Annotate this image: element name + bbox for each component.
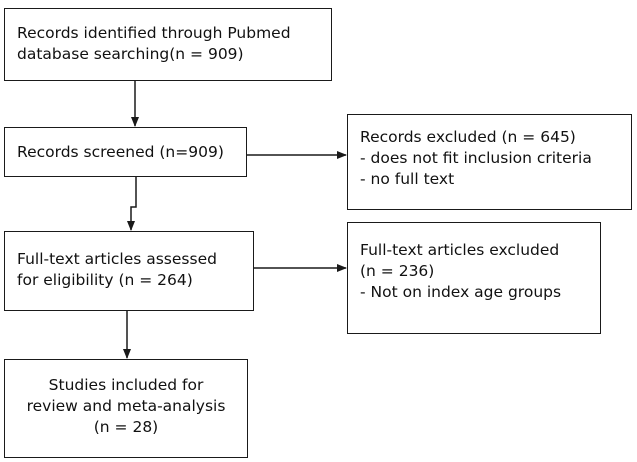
records-excluded-box: Records excluded (n = 645) - does not fi… xyxy=(347,114,632,210)
records-identified-box: Records identified through Pubmed databa… xyxy=(4,8,332,81)
studies-included-line-1: Studies included for xyxy=(48,376,204,394)
fulltext-excluded-line-1: Full-text articles excluded xyxy=(360,241,560,259)
fulltext-assessed-line-2: for eligibility (n = 264) xyxy=(17,271,193,289)
records-excluded-line-1: Records excluded (n = 645) xyxy=(360,128,576,146)
records-screened-line-1: Records screened (n=909) xyxy=(17,143,224,161)
fulltext-excluded-line-2: (n = 236) xyxy=(360,262,435,280)
records-screened-box: Records screened (n=909) xyxy=(4,127,247,177)
records-identified-line-1: Records identified through Pubmed xyxy=(17,24,291,42)
fulltext-excluded-line-3: - Not on index age groups xyxy=(360,283,562,301)
records-identified-line-2: database searching(n = 909) xyxy=(17,45,244,63)
studies-included-line-2: review and meta-analysis xyxy=(26,397,226,415)
studies-included-line-3: (n = 28) xyxy=(93,418,159,436)
records-excluded-line-3: - no full text xyxy=(360,170,455,188)
fulltext-assessed-box: Full-text articles assessed for eligibil… xyxy=(4,231,254,311)
records-excluded-line-2: - does not fit inclusion criteria xyxy=(360,149,592,167)
arrow-screened-to-assessed xyxy=(127,177,137,231)
fulltext-excluded-box: Full-text articles excluded (n = 236) - … xyxy=(347,222,601,334)
studies-included-box: Studies included for review and meta-ana… xyxy=(4,359,248,458)
fulltext-assessed-line-1: Full-text articles assessed xyxy=(17,250,217,268)
